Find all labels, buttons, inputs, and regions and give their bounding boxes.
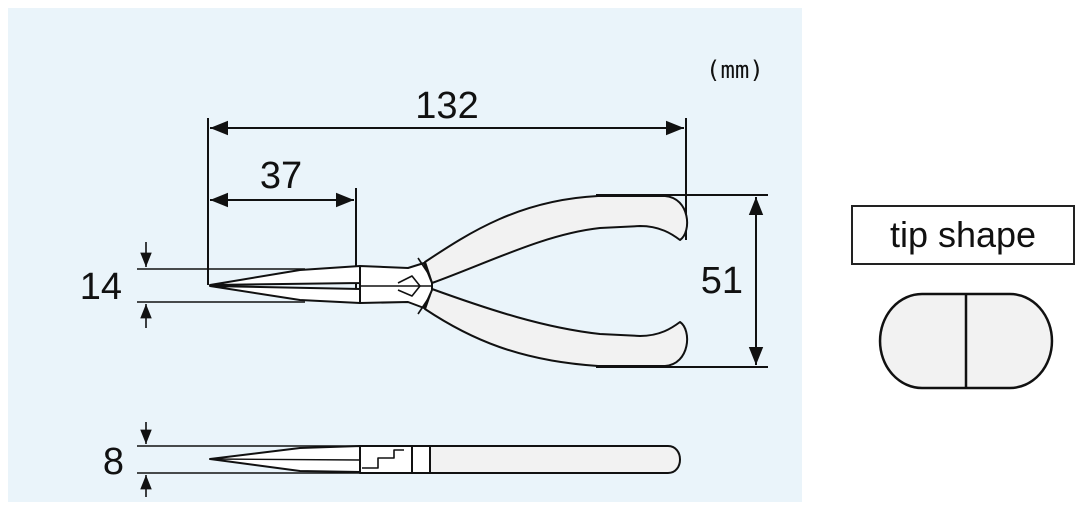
dimension-37-label: 37 — [260, 155, 302, 197]
dimension-14-label: 14 — [80, 266, 122, 308]
dimension-tip-width: 14 — [80, 242, 305, 328]
pliers-top-view — [209, 195, 688, 367]
tip-shape-label-box: tip shape — [851, 205, 1075, 265]
dimension-51-label: 51 — [701, 260, 743, 302]
tip-shape-cross-section — [878, 292, 1054, 390]
dimension-overall-length: 132 — [207, 85, 687, 285]
dimension-8-label: 8 — [103, 441, 124, 483]
unit-label: (mm) — [706, 56, 764, 84]
tip-shape-label: tip shape — [889, 214, 1037, 255]
dimension-132-label: 132 — [415, 85, 478, 127]
dimension-handle-span: 51 — [596, 194, 768, 368]
pliers-side-view — [209, 445, 681, 474]
